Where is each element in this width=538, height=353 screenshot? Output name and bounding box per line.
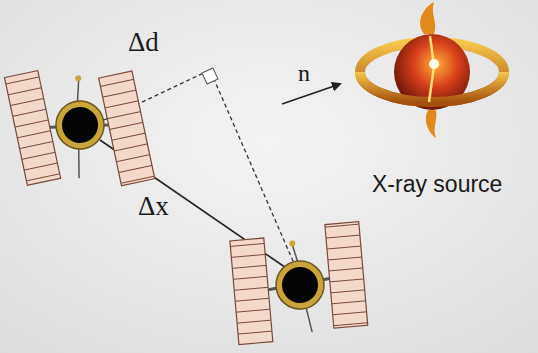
distance-label: Δd	[128, 28, 159, 58]
vector-label: n⃗	[298, 60, 329, 86]
vector-label: Δx⃗	[138, 192, 190, 222]
x-ray-source	[360, 2, 504, 138]
satellite	[5, 51, 155, 204]
direction-arrow	[282, 84, 340, 104]
source-label: X-ray source	[372, 172, 502, 197]
satellite	[229, 222, 368, 345]
right-angle-mark	[202, 68, 218, 84]
